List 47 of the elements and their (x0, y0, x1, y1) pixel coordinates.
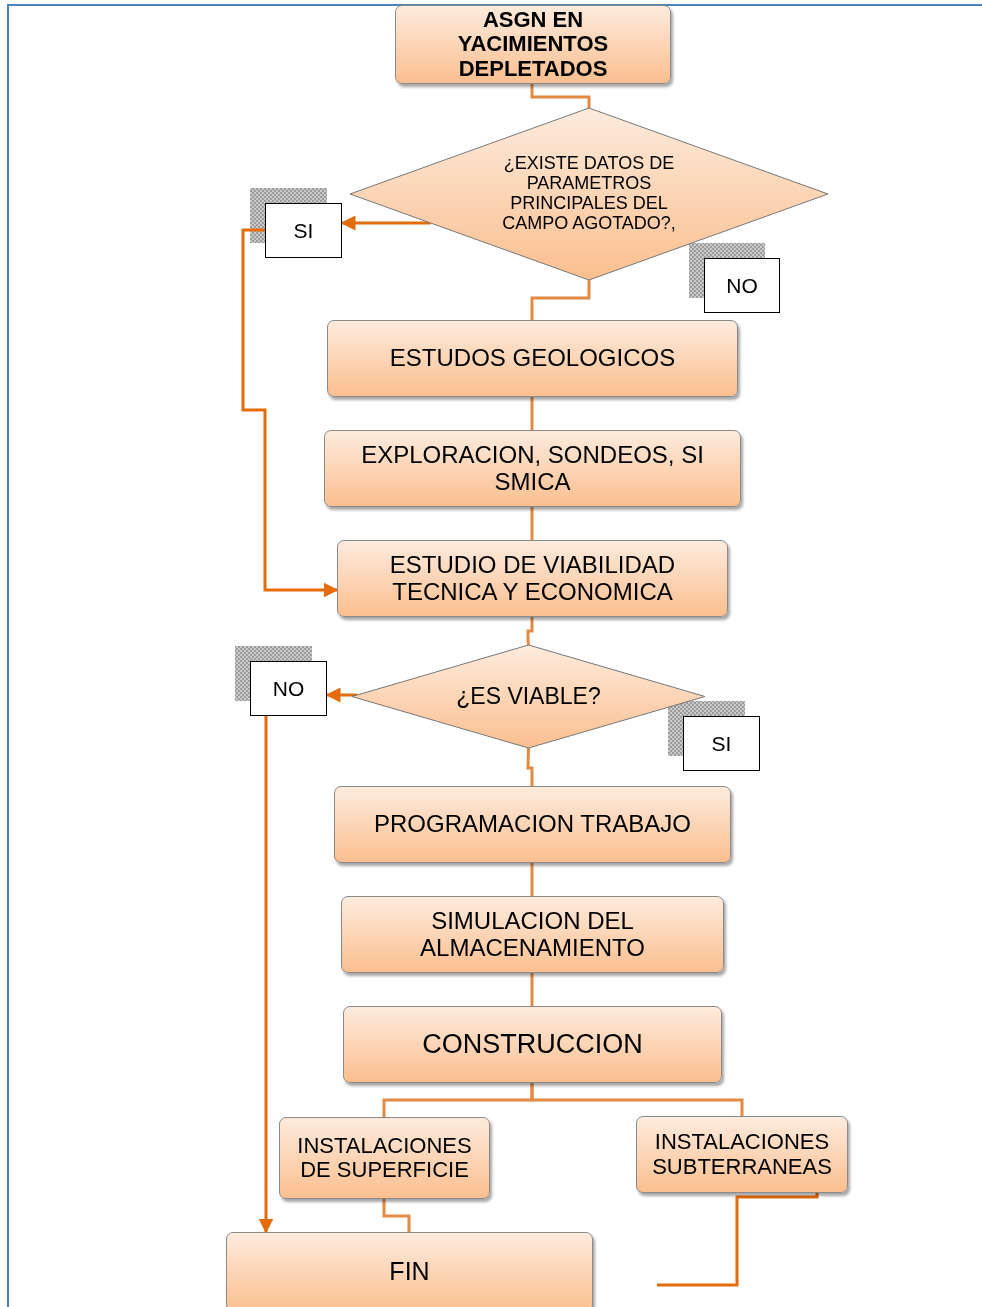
box-label: INSTALACIONES SUBTERRANEAS (651, 1130, 833, 1179)
connector-line (530, 1083, 744, 1116)
box-label: INSTALACIONES DE SUPERFICIE (296, 1133, 473, 1183)
process-box (337, 540, 728, 617)
box-label: ASGN EN YACIMIENTOS DEPLETADOS (456, 8, 610, 81)
decision-diamond (352, 645, 705, 748)
answer-tag (683, 716, 760, 771)
arrow (340, 215, 431, 231)
box-label: ESTUDIO DE VIABILIDAD TECNICA Y ECONOMICA (388, 552, 677, 605)
connector-line (526, 747, 534, 786)
arrow (241, 228, 339, 598)
box-label: SIMULACION DEL ALMACENAMIENTO (419, 908, 646, 961)
connector-line (530, 397, 534, 430)
process-box (395, 5, 671, 84)
connector-line (382, 1199, 411, 1232)
process-box (341, 896, 724, 973)
arrow (325, 687, 358, 703)
process-box (324, 430, 741, 507)
connector-line (530, 280, 591, 320)
box-label: NO (726, 273, 758, 298)
box-label: ¿ES VIABLE? (456, 683, 601, 710)
connector-line (526, 617, 534, 646)
connector-line (657, 1193, 819, 1287)
box-label: CONSTRUCCION (422, 1029, 643, 1060)
process-box (327, 320, 738, 397)
box-label: ¿EXISTE DATOS DE PARAMETROS PRINCIPALES DEL CAMPO AGOTADO?, (501, 154, 677, 234)
box-label: PROGRAMACION TRABAJO (374, 811, 691, 838)
process-box (334, 786, 731, 863)
connector-line (530, 507, 534, 540)
box-label: SI (711, 731, 732, 756)
decision-diamond (350, 108, 828, 280)
process-box (279, 1117, 490, 1199)
process-box (636, 1116, 848, 1193)
connector-line (530, 863, 534, 896)
arrow (258, 716, 274, 1234)
connector-line (530, 84, 591, 108)
box-label: SI (293, 218, 314, 243)
connector-line (530, 973, 534, 1006)
box-label: NO (272, 676, 305, 701)
answer-tag (250, 661, 327, 716)
process-box (226, 1232, 593, 1307)
box-label: FIN (389, 1258, 430, 1286)
process-box (343, 1006, 722, 1083)
answer-tag (265, 203, 342, 258)
box-label: ESTUDOS GEOLOGICOS (389, 345, 676, 372)
box-label: EXPLORACION, SONDEOS, SI SMICA (360, 442, 705, 495)
answer-tag (704, 258, 780, 313)
